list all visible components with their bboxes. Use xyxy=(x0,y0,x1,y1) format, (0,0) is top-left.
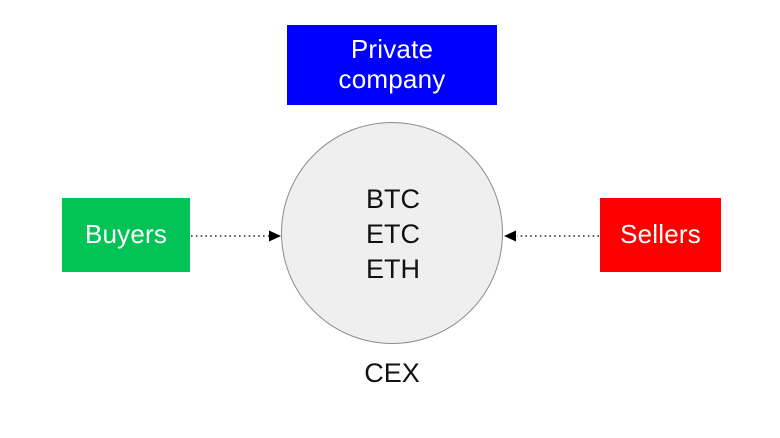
arrow-buyers-to-cex xyxy=(191,230,281,242)
cex-asset-list: BTC ETC ETH xyxy=(366,184,420,284)
node-sellers-label: Sellers xyxy=(620,219,701,250)
arrow-sellers-to-cex xyxy=(504,230,599,242)
node-private-company[interactable]: Private company xyxy=(287,25,497,105)
node-cex-circle[interactable] xyxy=(281,122,503,344)
node-buyers[interactable]: Buyers xyxy=(62,198,190,272)
node-private-company-label: Private company xyxy=(338,34,446,94)
node-buyers-label: Buyers xyxy=(84,219,168,250)
cex-caption: CEX xyxy=(364,358,420,388)
node-sellers[interactable]: Sellers xyxy=(600,198,721,272)
